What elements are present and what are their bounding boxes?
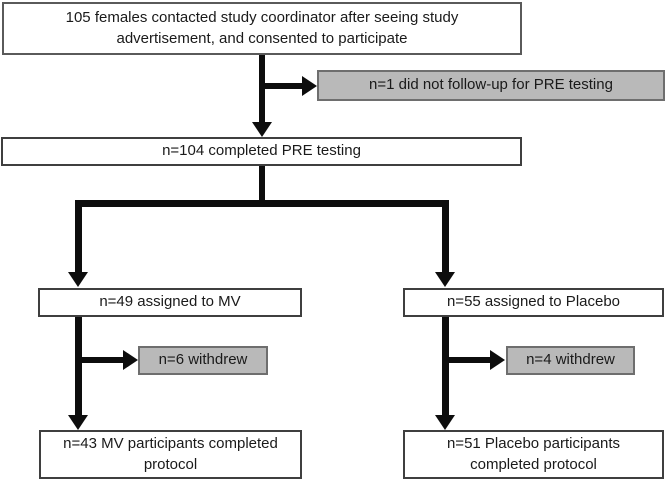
node-mv-completed: n=43 MV participants completed protocol: [39, 430, 302, 479]
node-placebo-withdrew-label: n=4 withdrew: [526, 351, 615, 369]
connector-split-to-mv: [75, 200, 82, 273]
arrow-down-icon: [435, 272, 455, 287]
node-pre-testing: n=104 completed PRE testing: [1, 137, 522, 166]
connector-enrollment-to-nofollowup: [259, 83, 303, 89]
node-pre-testing-label: n=104 completed PRE testing: [162, 142, 361, 160]
node-mv-withdrew-label: n=6 withdrew: [158, 351, 248, 369]
arrow-down-icon: [435, 415, 455, 430]
connector-enrollment-to-pre: [259, 55, 265, 123]
node-placebo-assigned: n=55 assigned to Placebo: [403, 288, 664, 317]
arrow-down-icon: [68, 272, 88, 287]
node-mv-completed-label: n=43 MV participants completed protocol: [63, 435, 278, 473]
node-enrollment-label: 105 females contacted study coordinator …: [65, 9, 459, 47]
arrow-right-icon: [302, 76, 317, 96]
node-mv-assigned-label: n=49 assigned to MV: [99, 293, 241, 311]
node-mv-withdrew: n=6 withdrew: [138, 346, 268, 375]
connector-placebo-to-completed: [442, 317, 449, 416]
connector-split-to-placebo: [442, 200, 449, 273]
arrow-down-icon: [68, 415, 88, 430]
node-placebo-withdrew: n=4 withdrew: [506, 346, 635, 375]
node-no-followup-label: n=1 did not follow-up for PRE testing: [369, 76, 613, 94]
connector-mv-to-completed: [75, 317, 82, 416]
connector-pre-to-split: [259, 166, 265, 207]
node-placebo-assigned-label: n=55 assigned to Placebo: [446, 293, 621, 311]
arrow-right-icon: [123, 350, 138, 370]
arrow-right-icon: [490, 350, 505, 370]
connector-mv-to-withdrew: [75, 357, 124, 363]
node-enrollment: 105 females contacted study coordinator …: [2, 2, 522, 55]
node-no-followup: n=1 did not follow-up for PRE testing: [317, 70, 665, 101]
connector-placebo-to-withdrew: [442, 357, 491, 363]
node-mv-assigned: n=49 assigned to MV: [38, 288, 302, 317]
node-placebo-completed-label: n=51 Placebo participants completed prot…: [446, 435, 621, 473]
connector-split-bar: [75, 200, 449, 207]
node-placebo-completed: n=51 Placebo participants completed prot…: [403, 430, 664, 479]
arrow-down-icon: [252, 122, 272, 137]
